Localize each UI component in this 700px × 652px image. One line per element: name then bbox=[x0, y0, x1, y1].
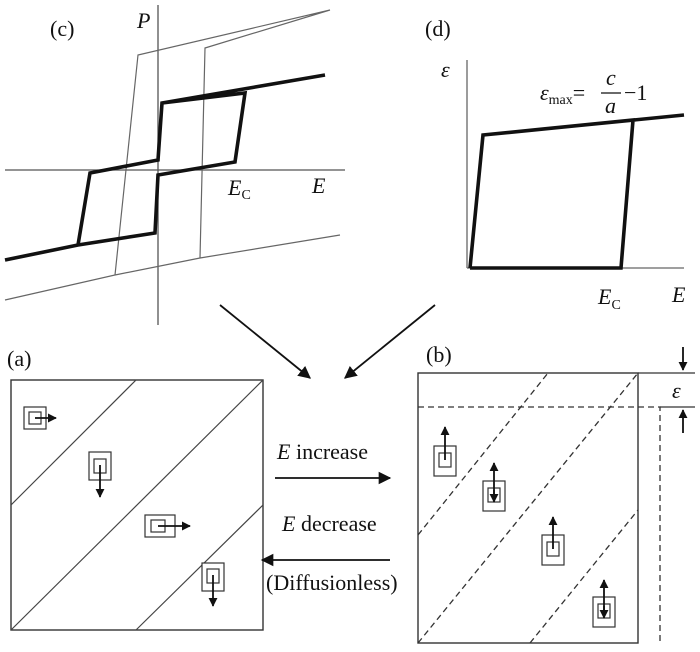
increase-label: E increase bbox=[276, 439, 368, 464]
panel-b-strain-marker: ε bbox=[638, 347, 695, 433]
panel-b-frame bbox=[417, 372, 639, 644]
arrow-from-c bbox=[219, 304, 311, 379]
process-labels: E increase E decrease (Diffusionless) bbox=[260, 439, 398, 595]
arrow-from-d bbox=[344, 304, 436, 379]
panel-d-x-axis-label: E bbox=[671, 282, 686, 307]
panel-a-cell-3 bbox=[144, 514, 191, 538]
panel-c-x-axis-label: E bbox=[311, 173, 326, 198]
eq-lhs: εmax= bbox=[540, 80, 585, 108]
panel-c-thin-loop bbox=[4, 9, 341, 301]
panel-a-cell-2 bbox=[88, 451, 112, 498]
panel-a-domain-walls bbox=[10, 379, 264, 631]
decrease-label: E decrease bbox=[281, 511, 377, 536]
panel-b-cell-1 bbox=[433, 426, 457, 477]
panel-b-strain-label: ε bbox=[672, 378, 681, 403]
panel-c-coercive-label: EC bbox=[227, 175, 251, 203]
panel-d-curve bbox=[468, 113, 685, 270]
panel-b-cell-2 bbox=[482, 462, 506, 512]
panel-c-hysteresis: (c) P E EC bbox=[4, 5, 345, 325]
eq-denominator: a bbox=[605, 93, 616, 118]
panel-b-cell-3 bbox=[541, 516, 565, 566]
panel-d-label: (d) bbox=[425, 16, 451, 41]
panel-b-label: (b) bbox=[426, 342, 452, 367]
panel-d-equation: εmax= c a −1 bbox=[540, 65, 647, 118]
panel-c-thick-loop bbox=[4, 73, 326, 262]
panel-a-cell-4 bbox=[201, 562, 225, 607]
panel-b-domain-walls bbox=[417, 372, 639, 644]
diffusionless-note: (Diffusionless) bbox=[266, 570, 398, 595]
panel-d-coercive-label: EC bbox=[597, 284, 621, 313]
panel-c-label: (c) bbox=[50, 16, 74, 41]
panel-a-label: (a) bbox=[7, 346, 31, 371]
panel-b-domains: (b) ε bbox=[417, 342, 695, 644]
eq-rest: −1 bbox=[624, 80, 647, 105]
panel-c-y-axis-label: P bbox=[136, 8, 150, 33]
panel-d-y-axis-label: ε bbox=[441, 57, 450, 82]
panel-a-cell-1 bbox=[23, 406, 57, 430]
panel-d-strain: (d) ε E EC εmax= c a −1 bbox=[425, 16, 686, 313]
panel-b-original-outline bbox=[418, 406, 661, 643]
panel-b-cell-4 bbox=[592, 579, 616, 628]
panel-a-domains: (a) bbox=[7, 346, 264, 631]
eq-numerator: c bbox=[606, 65, 616, 90]
